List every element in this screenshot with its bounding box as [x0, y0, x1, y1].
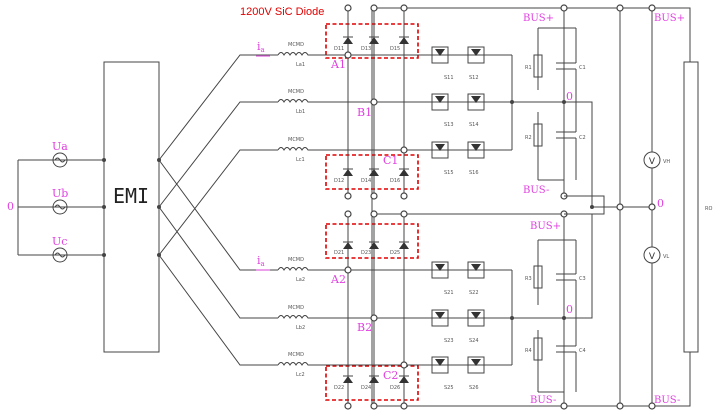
inductor-lb1-label: Lb1 [296, 109, 305, 115]
current-ia-upper: ia [257, 40, 265, 54]
resistor-r1-label: R1 [525, 65, 532, 71]
diode-d23-label: D23 [361, 250, 371, 256]
mode-tag-lc1: MCMD [288, 137, 304, 143]
upper-switches [420, 46, 513, 159]
diode-d12-label: D12 [334, 178, 344, 184]
emi-output-wiring [158, 54, 278, 366]
mode-tag-lb1: MCMD [288, 89, 304, 95]
source-wiring [17, 159, 104, 256]
resistor-r4-label: R4 [525, 348, 532, 354]
diode-d13-label: D13 [361, 46, 371, 52]
cap-c2-label: C2 [579, 135, 586, 141]
diode-d21-label: D21 [334, 250, 344, 256]
switch-s24-label: S24 [469, 338, 479, 344]
upper-bus-minus-label: BUS- [523, 185, 549, 196]
output-bus-minus-label: BUS- [654, 395, 680, 406]
switch-s23-label: S23 [444, 338, 454, 344]
switch-s12-label: S12 [469, 75, 479, 81]
source-ub [52, 199, 68, 215]
lower-switches [420, 261, 513, 374]
upper-bus-plus-label: BUS+ [523, 13, 554, 24]
switch-s14-label: S14 [469, 122, 479, 128]
switch-s11-label: S11 [444, 75, 454, 81]
lower-bus-plus-label: BUS+ [530, 221, 561, 232]
node-a1-label: A1 [330, 58, 346, 71]
node-a2-label: A2 [330, 273, 346, 286]
node-b1-label: B1 [357, 106, 372, 119]
diode-d14-label: D14 [361, 178, 371, 184]
voltmeter-vl-symbol: V [649, 252, 656, 262]
switch-s16-label: S16 [469, 170, 479, 176]
lower-dc-link [512, 214, 577, 406]
cap-c1-label: C1 [579, 65, 586, 71]
source-ua [52, 152, 68, 168]
voltmeter-vh [643, 151, 661, 169]
inductor-lc2-label: Lc2 [296, 372, 305, 378]
diode-d26-label: D26 [390, 385, 400, 391]
lower-diode-bridge [340, 213, 564, 406]
resistor-r3-label: R3 [525, 276, 532, 282]
lower-midpoint-label: 0 [566, 303, 573, 316]
inductor-lc1-label: Lc1 [296, 157, 305, 163]
inductor-la1-label: La1 [296, 62, 305, 68]
phase-ub-label: Ub [52, 187, 68, 200]
upper-junctions [344, 4, 408, 200]
voltmeter-vh-label: VH [663, 159, 670, 165]
phase-ua-label: Ua [52, 140, 68, 153]
highlight-box-upper-top [325, 23, 419, 59]
lower-bus-minus-label: BUS- [530, 395, 556, 406]
node-c1-label: C1 [383, 154, 398, 167]
inductor-la2-label: La2 [296, 277, 305, 283]
inductors-upper [277, 52, 374, 151]
cap-c3-label: C3 [579, 276, 586, 282]
mode-tag-la2: MCMD [288, 257, 304, 263]
switch-s26-label: S26 [469, 385, 479, 391]
output-midpoint-label: 0 [657, 197, 664, 210]
highlight-box-lower-top [325, 223, 419, 259]
lower-junctions [344, 210, 408, 410]
switch-s25-label: S25 [444, 385, 454, 391]
diode-d22-label: D22 [334, 385, 344, 391]
switch-s22-label: S22 [469, 290, 479, 296]
switch-s15-label: S15 [444, 170, 454, 176]
voltmeter-vl [643, 246, 661, 264]
load-resistor [683, 61, 699, 353]
voltmeter-vh-symbol: V [649, 157, 656, 167]
diode-d11-label: D11 [334, 46, 344, 52]
sic-diode-annotation: 1200V SiC Diode [240, 6, 324, 18]
emi-label: EMI [113, 184, 149, 208]
node-b2-label: B2 [357, 321, 372, 334]
mode-tag-la1: MCMD [288, 42, 304, 48]
diode-d16-label: D16 [390, 178, 400, 184]
cap-c4-label: C4 [579, 348, 586, 354]
resistor-r2-label: R2 [525, 135, 532, 141]
switch-s21-label: S21 [444, 290, 454, 296]
output-bus-plus-label: BUS+ [654, 13, 685, 24]
voltmeter-vl-label: VL [663, 254, 669, 260]
switch-s13-label: S13 [444, 122, 454, 128]
source-sine-icons [54, 157, 66, 258]
diode-d15-label: D15 [390, 46, 400, 52]
phase-uc-label: Uc [52, 235, 67, 248]
load-label: RO [705, 206, 712, 212]
upper-diode-bridge [340, 8, 420, 196]
neutral-label: 0 [7, 200, 14, 213]
highlight-box-lower-bottom [325, 365, 419, 401]
upper-midpoint-label: 0 [566, 90, 573, 103]
diode-d25-label: D25 [390, 250, 400, 256]
inductor-lb2-label: Lb2 [296, 325, 305, 331]
source-uc [52, 247, 68, 263]
diode-d24-label: D24 [361, 385, 371, 391]
mode-tag-lb2: MCMD [288, 305, 304, 311]
current-ia-lower: ia [257, 254, 265, 268]
series-link-wiring [564, 101, 620, 319]
node-c2-label: C2 [383, 369, 398, 382]
inductors-lower [277, 267, 374, 366]
highlight-box-upper-bottom [325, 154, 419, 190]
mode-tag-lc2: MCMD [288, 352, 304, 358]
